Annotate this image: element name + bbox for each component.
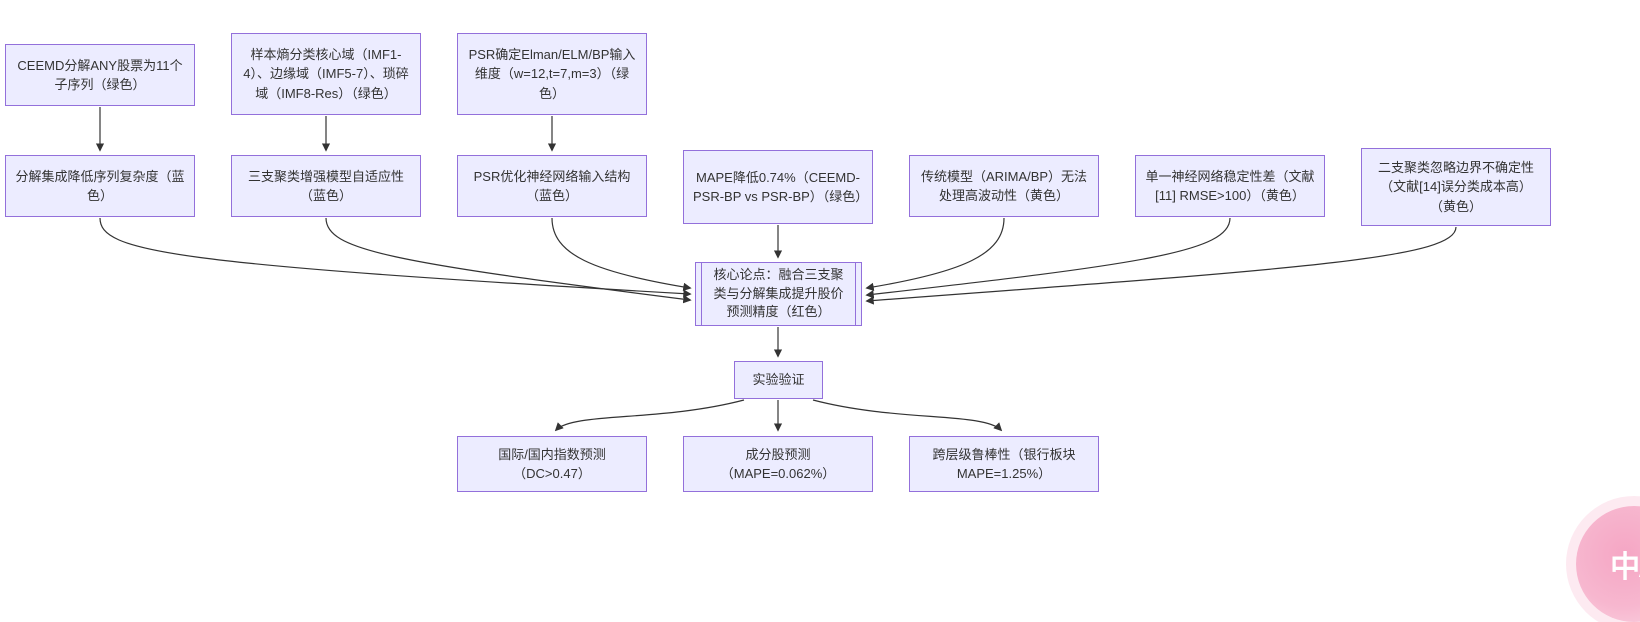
edge-experiment-to-index [554, 399, 745, 432]
node-cross-level-robust: 跨层级鲁棒性（银行板块 MAPE=1.25%） [909, 436, 1099, 492]
node-decomp-complexity: 分解集成降低序列复杂度（蓝色） [5, 155, 195, 217]
edge-arrows [95, 107, 1457, 432]
edge-traditional-to-core [865, 217, 1005, 292]
node-two-way-boundary: 二支聚类忽略边界不确定性（文献[14]误分类成本高）（黄色） [1361, 148, 1551, 226]
node-traditional-limit: 传统模型（ARIMA/BP）无法处理高波动性（黄色） [909, 155, 1099, 217]
node-psr-input-dim: PSR确定Elman/ELM/BP输入维度（w=12,t=7,m=3）（绿色） [457, 33, 647, 115]
node-experiment: 实验验证 [734, 361, 823, 399]
translate-badge-label: 中A [1610, 551, 1640, 584]
node-mape-improvement: MAPE降低0.74%（CEEMD-PSR-BP vs PSR-BP）（绿色） [683, 150, 873, 224]
edge-structure-to-core [551, 217, 692, 292]
node-constituent-forecast: 成分股预测（MAPE=0.062%） [683, 436, 873, 492]
node-single-nn-unstable: 单一神经网络稳定性差（文献[11] RMSE>100）（黄色） [1135, 155, 1325, 217]
edge-decomp-to-core [99, 217, 692, 298]
node-index-forecast: 国际/国内指数预测（DC>0.47） [457, 436, 647, 492]
node-three-way-adaptive: 三支聚类增强模型自适应性（蓝色） [231, 155, 421, 217]
edge-experiment-to-robust [812, 399, 1003, 432]
node-ceemd-decompose: CEEMD分解ANY股票为11个子序列（绿色） [5, 44, 195, 106]
diagram-canvas: { "diagram": { "colors": { "node_fill": … [5, 33, 1640, 622]
edge-singlenn-to-core [865, 217, 1231, 299]
node-core-thesis: 核心论点：融合三支聚类与分解集成提升股价预测精度（红色） [695, 262, 862, 326]
edge-adaptive-to-core [325, 217, 692, 304]
edge-twoway-to-core [865, 226, 1457, 305]
node-psr-structure: PSR优化神经网络输入结构（蓝色） [457, 155, 647, 217]
node-sample-entropy: 样本熵分类核心域（IMF1-4）、边缘域（IMF5-7）、琐碎域（IMF8-Re… [231, 33, 421, 115]
